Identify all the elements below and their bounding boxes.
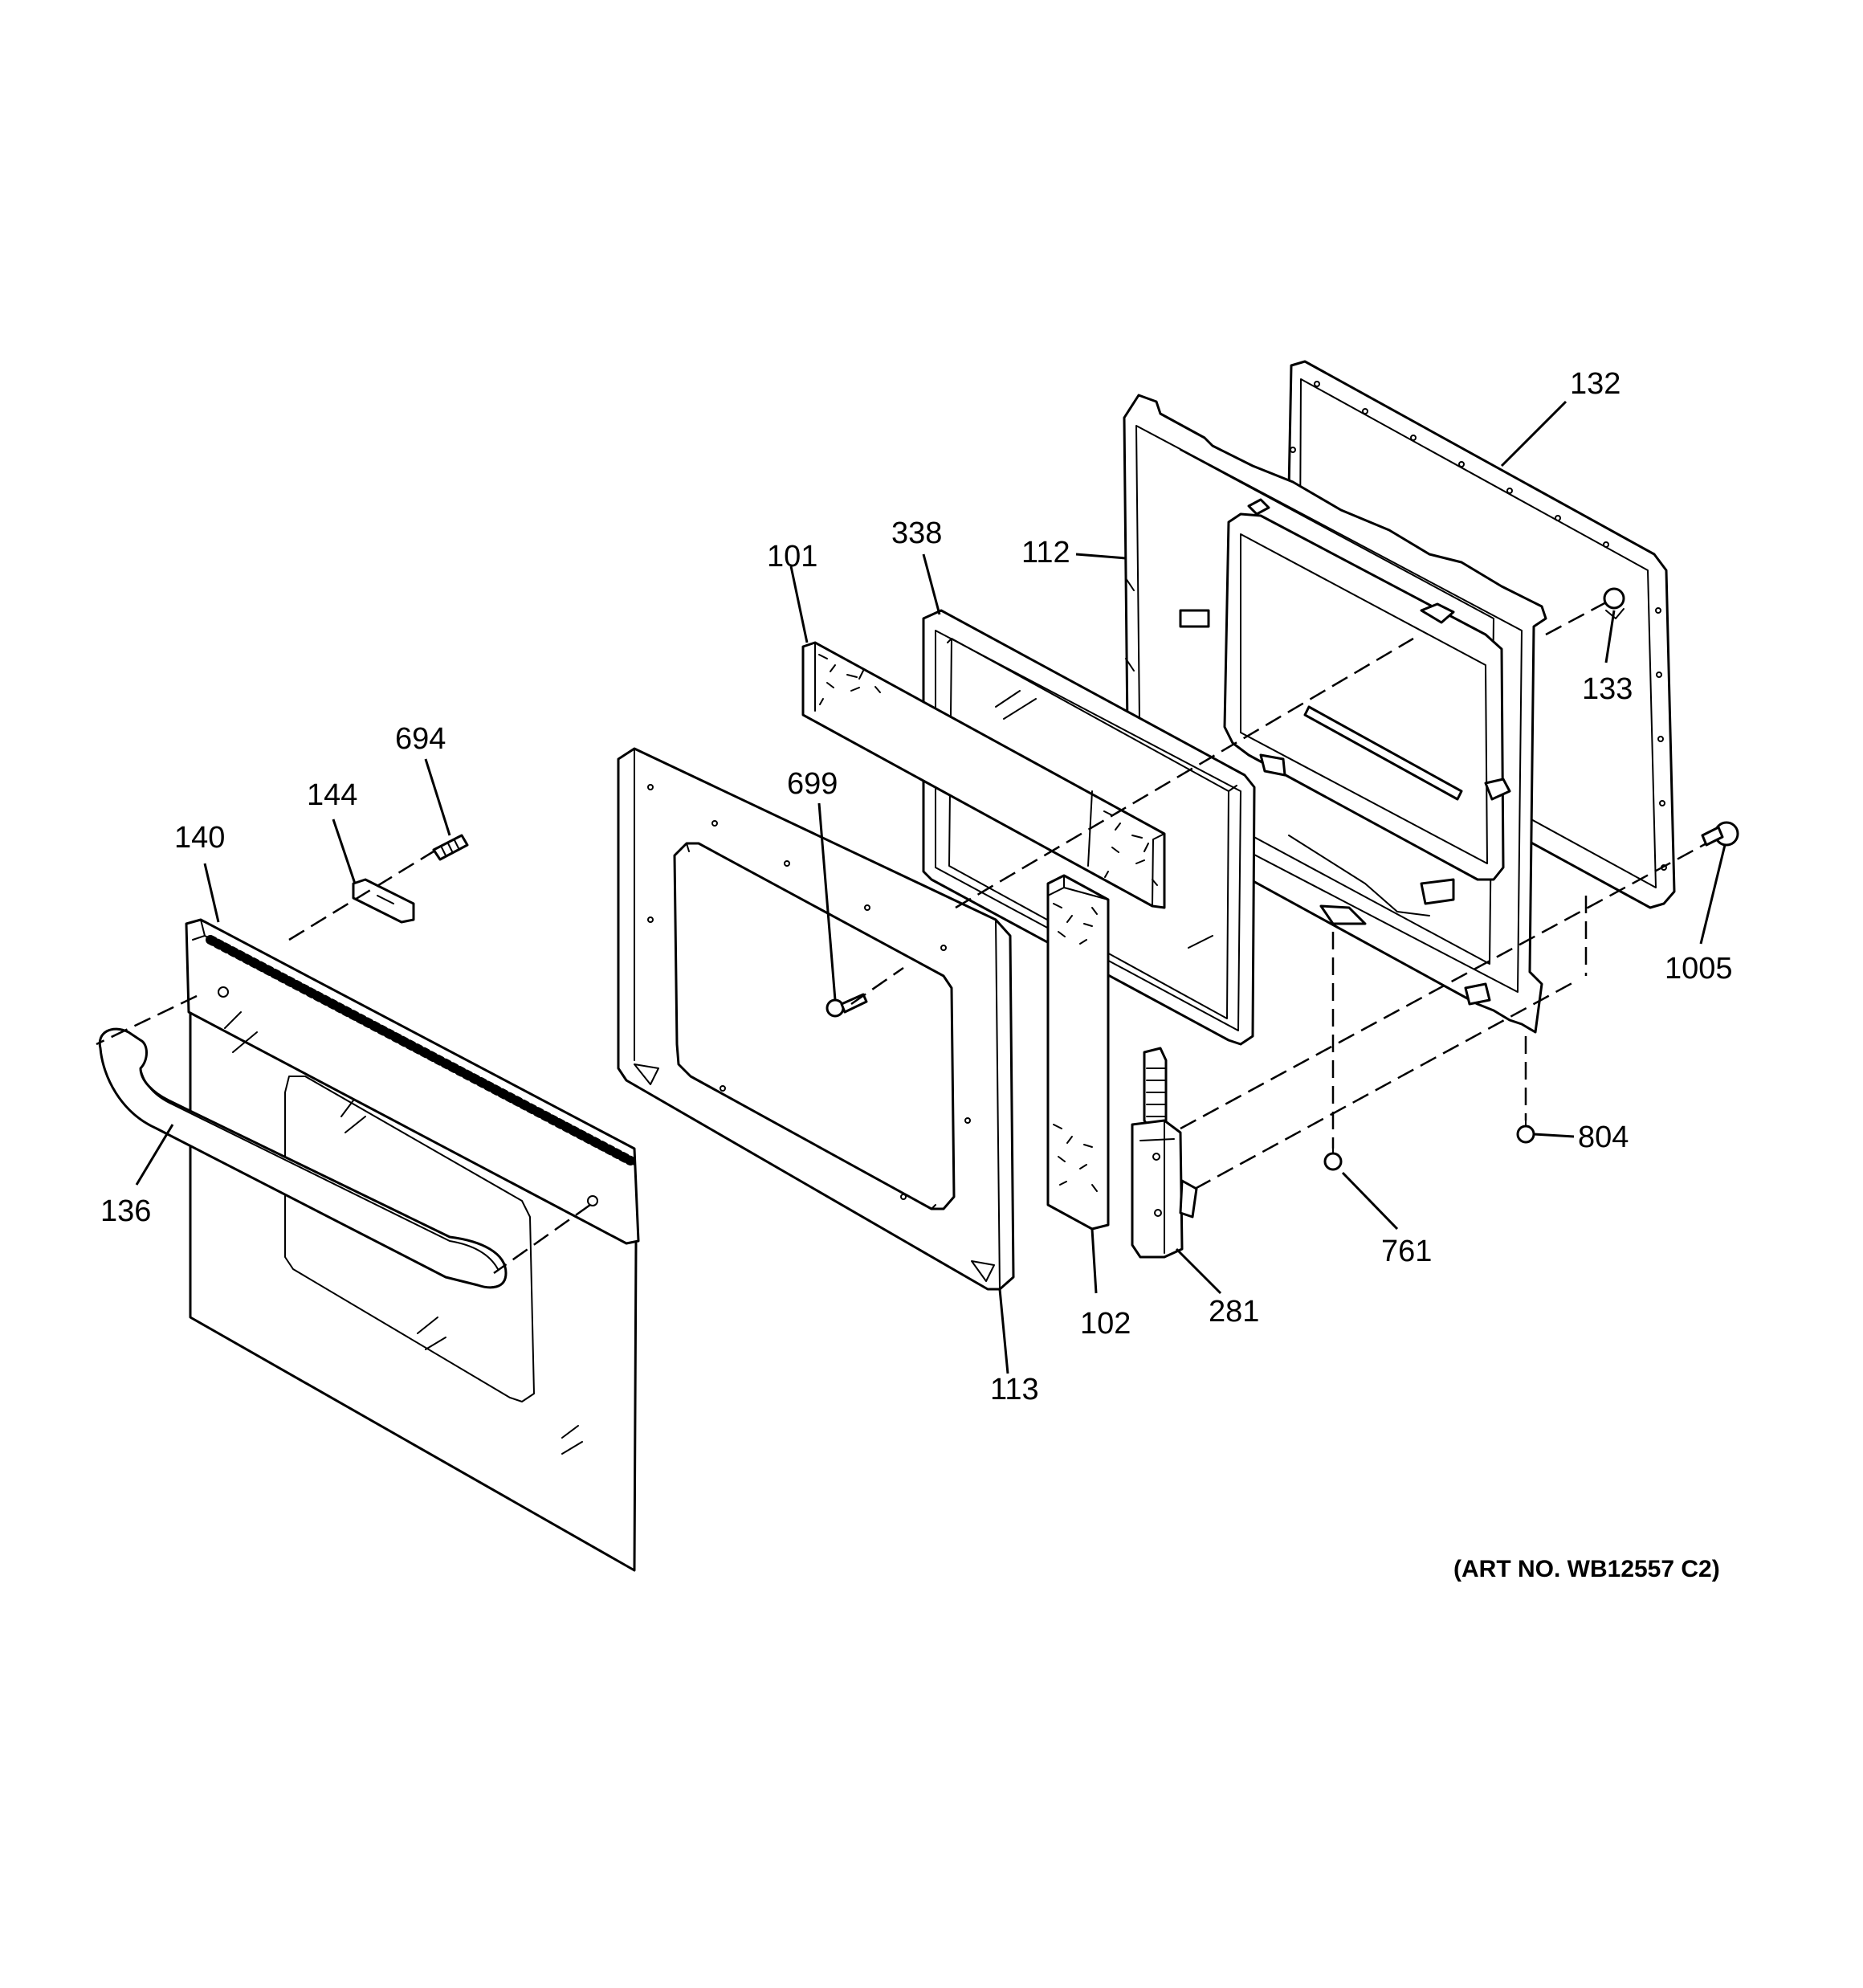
part-694-screw[interactable] [432,834,469,861]
callout-761: 761 [1381,1235,1432,1268]
callout-1005: 1005 [1665,952,1733,986]
part-761-screw[interactable] [1323,1145,1343,1171]
callout-113: 113 [990,1373,1039,1406]
part-144-bracket[interactable] [352,878,415,924]
callout-144: 144 [307,778,357,812]
assembly-lines [96,601,1707,1275]
callout-102: 102 [1080,1307,1131,1341]
part-113-door-frame[interactable] [617,747,1015,1291]
part-101-insulation-top[interactable] [801,641,1166,909]
part-804-screw[interactable] [1516,1117,1535,1144]
callout-133: 133 [1582,672,1633,706]
callout-699: 699 [787,767,838,801]
callout-101: 101 [767,540,817,574]
outer-door-glass [189,1011,638,1572]
callout-804: 804 [1578,1121,1629,1154]
part-112-inner-door[interactable] [1123,394,1547,1034]
part-281-hinge[interactable] [1131,1047,1198,1259]
part-1005-screw[interactable] [1701,821,1739,847]
callout-labels: 132 338 112 101 133 694 144 699 140 1005… [100,367,1733,1406]
callout-140: 140 [174,821,225,855]
art-number: (ART NO. WB12557 C2) [1453,1556,1720,1582]
callout-112: 112 [1021,536,1070,569]
callout-281: 281 [1209,1295,1259,1329]
callout-136: 136 [100,1194,151,1228]
callout-132: 132 [1570,367,1620,401]
callout-694: 694 [395,722,446,756]
part-140-vent-trim[interactable] [185,918,640,1245]
part-133-fastener[interactable] [1603,587,1625,619]
callout-338: 338 [891,516,942,550]
part-136-handle[interactable] [98,1027,508,1289]
part-102-insulation-side[interactable] [1046,874,1110,1231]
leader-lines [135,400,1726,1374]
